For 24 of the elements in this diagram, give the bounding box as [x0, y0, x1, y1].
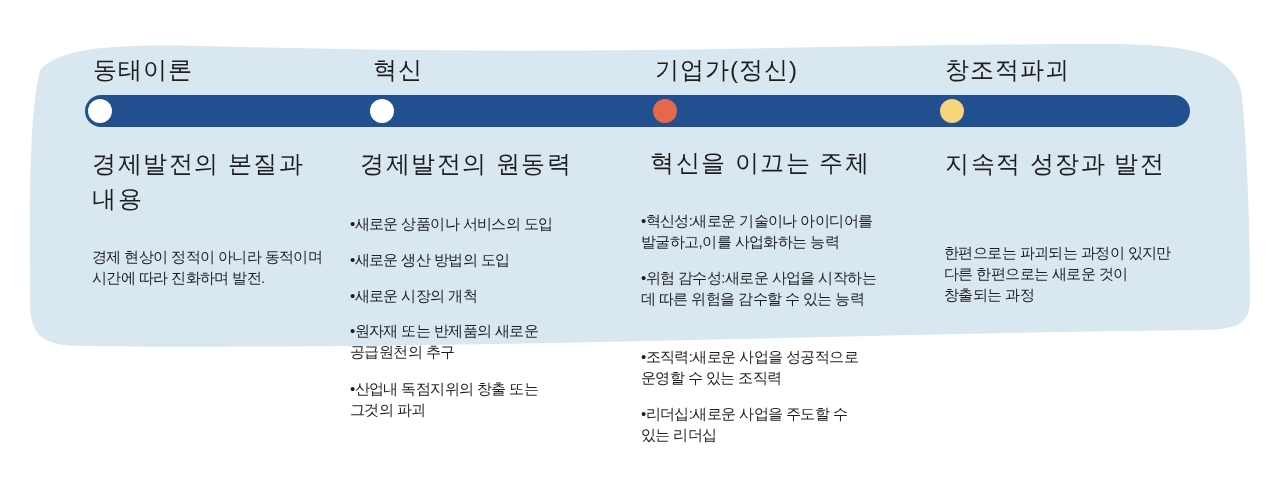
- bullet-item: •새로운 생산 방법의 도입: [350, 250, 511, 270]
- column-subtitle: 지속적 성장과 발전: [945, 149, 1167, 179]
- timeline-dot: [653, 99, 677, 123]
- column-subtitle: 혁신을 이끄는 주체: [650, 148, 872, 178]
- bullet-item: •리더십:새로운 사업을 주도할 수 있는 리더십: [641, 404, 849, 445]
- timeline-bar: [85, 95, 1190, 127]
- column-subtitle: 경제발전의 원동력: [360, 149, 574, 179]
- column-heading: 동태이론: [93, 55, 194, 84]
- bullet-item: •혁신성:새로운 기술이나 아이디어를 발굴하고,이를 사업화하는 능력: [641, 211, 874, 252]
- column-subtitle: 경제발전의 본질과 내용: [92, 149, 306, 214]
- timeline-dot: [88, 99, 112, 123]
- bullet-item: •새로운 시장의 개척: [350, 286, 478, 306]
- timeline-dot: [940, 99, 964, 123]
- bullet-item: •산업내 독점지위의 창출 또는 그것의 파괴: [350, 379, 540, 420]
- column-heading: 혁신: [373, 55, 424, 84]
- bullet-item: •새로운 상품이나 서비스의 도입: [350, 214, 554, 234]
- column-heading: 창조적파괴: [945, 55, 1071, 84]
- column-heading: 기업가(정신): [655, 55, 799, 84]
- description-text: 경제 현상이 정적이 아니라 동적이며 시간에 따라 진화하며 발전.: [92, 247, 324, 288]
- bullet-item: •위험 감수성:새로운 사업을 시작하는 데 따른 위험을 감수할 수 있는 능력: [641, 268, 877, 309]
- timeline-dot: [370, 99, 394, 123]
- bullet-item: •조직력:새로운 사업을 성공적으로 운영할 수 있는 조직력: [641, 347, 859, 388]
- bullet-item: •원자재 또는 반제품의 새로운 공급원천의 추구: [350, 321, 540, 362]
- description-text: 한편으로는 파괴되는 과정이 있지만 다른 한편으로는 새로운 것이 창출되는 과정: [944, 243, 1172, 305]
